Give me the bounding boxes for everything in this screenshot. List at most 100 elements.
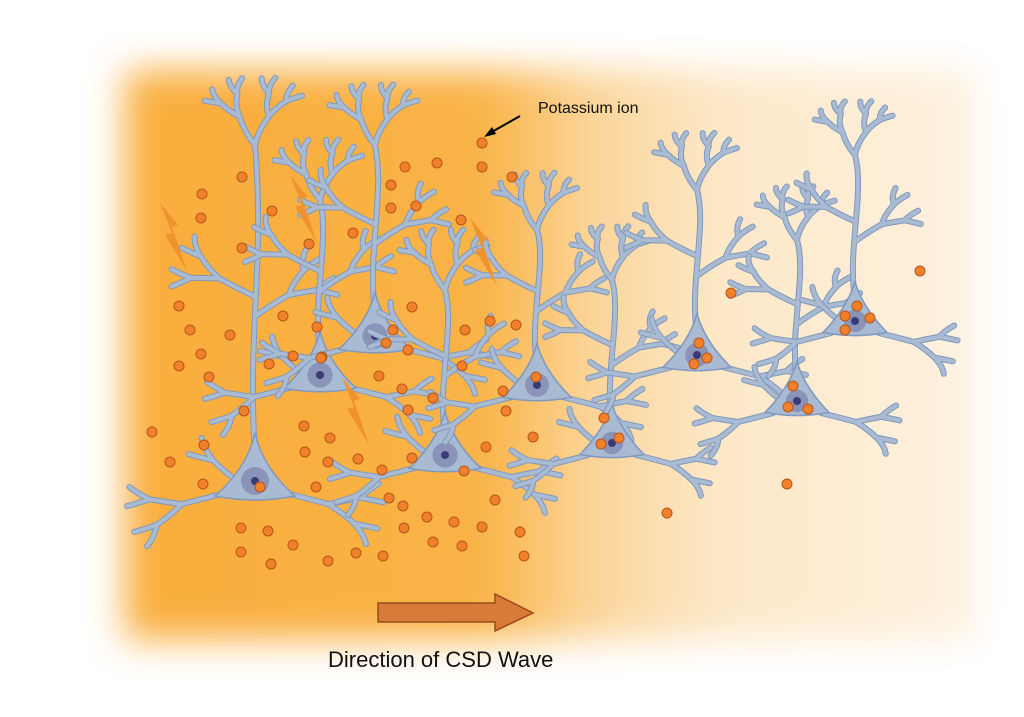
potassium-ion-icon <box>396 383 408 395</box>
potassium-ion-icon <box>476 137 488 149</box>
potassium-ion-icon <box>383 492 395 504</box>
potassium-ion-icon <box>385 202 397 214</box>
potassium-ion-icon <box>197 478 209 490</box>
potassium-ion-icon <box>701 352 713 364</box>
potassium-ion-callout: Potassium ion <box>484 100 639 137</box>
potassium-ion-icon <box>782 401 794 413</box>
potassium-ion-icon <box>303 238 315 250</box>
potassium-ion-icon <box>802 403 814 415</box>
potassium-ion-icon <box>489 494 501 506</box>
potassium-ion-icon <box>839 310 851 322</box>
potassium-ion-icon <box>598 412 610 424</box>
potassium-ion-icon <box>427 536 439 548</box>
potassium-ion-icon <box>530 371 542 383</box>
potassium-ion-icon <box>376 464 388 476</box>
potassium-ion-icon <box>266 205 278 217</box>
lightning-icon <box>470 218 497 286</box>
potassium-ion-icon <box>431 157 443 169</box>
potassium-ion-icon <box>402 344 414 356</box>
potassium-ion-icon <box>298 420 310 432</box>
potassium-ion-icon <box>184 324 196 336</box>
potassium-ion-icon <box>421 511 433 523</box>
potassium-ion-icon <box>377 550 389 562</box>
potassium-ion-icon <box>277 310 289 322</box>
potassium-ion-icon <box>195 212 207 224</box>
potassium-ion-icon <box>500 405 512 417</box>
potassium-ion-icon <box>402 404 414 416</box>
potassium-ion-icon <box>173 360 185 372</box>
potassium-ion-icon <box>476 521 488 533</box>
potassium-ion-icon <box>427 392 439 404</box>
potassium-ion-icon <box>196 188 208 200</box>
potassium-ion-icon <box>514 526 526 538</box>
potassium-ion-icon <box>287 350 299 362</box>
potassium-ion-icon <box>406 452 418 464</box>
potassium-ion-icon <box>235 522 247 534</box>
potassium-ion-icon <box>484 315 496 327</box>
neuron-icon <box>691 183 903 459</box>
potassium-ion-icon <box>510 319 522 331</box>
potassium-ion-icon <box>198 439 210 451</box>
potassium-ion-icon <box>195 348 207 360</box>
potassium-ion-icon <box>385 179 397 191</box>
lightning-icon <box>160 203 187 271</box>
potassium-ion-icon <box>324 432 336 444</box>
potassium-ion-icon <box>373 370 385 382</box>
potassium-ion-icon <box>398 522 410 534</box>
potassium-ion-icon <box>311 321 323 333</box>
potassium-ion-icon <box>299 446 311 458</box>
potassium-ion-icon <box>352 453 364 465</box>
potassium-ion-icon <box>265 558 277 570</box>
potassium-ion-icon <box>262 525 274 537</box>
potassium-ion-label: Potassium ion <box>538 100 639 117</box>
potassium-ion-icon <box>506 171 518 183</box>
potassium-ion-icon <box>839 324 851 336</box>
potassium-ion-icon <box>914 265 926 277</box>
potassium-ion-icon <box>322 555 334 567</box>
potassium-ion-icon <box>456 360 468 372</box>
lightning-layer <box>160 175 497 445</box>
potassium-ion-icon <box>864 312 876 324</box>
potassium-ion-icon <box>263 358 275 370</box>
potassium-ion-icon <box>458 465 470 477</box>
potassium-ion-icon <box>236 171 248 183</box>
potassium-ion-icon <box>350 547 362 559</box>
direction-arrow-icon <box>377 592 535 633</box>
potassium-ion-icon <box>235 546 247 558</box>
potassium-ion-icon <box>397 500 409 512</box>
potassium-ion-icon <box>497 385 509 397</box>
callout-arrow-icon <box>489 115 521 134</box>
potassium-ion-icon <box>164 456 176 468</box>
potassium-ion-icon <box>254 481 266 493</box>
direction-label: Direction of CSD Wave <box>328 647 553 672</box>
potassium-ion-icon <box>459 324 471 336</box>
potassium-ion-icon <box>527 431 539 443</box>
potassium-ion-icon <box>310 481 322 493</box>
potassium-ion-icon <box>781 478 793 490</box>
potassium-ion-icon <box>236 242 248 254</box>
potassium-ion-icon <box>613 432 625 444</box>
potassium-ion-icon <box>448 516 460 528</box>
potassium-ion-icon <box>693 337 705 349</box>
potassium-ion-icon <box>480 441 492 453</box>
lightning-icon <box>342 377 369 445</box>
potassium-ion-icon <box>518 550 530 562</box>
potassium-ion-icon <box>851 300 863 312</box>
potassium-ion-icon <box>315 352 327 364</box>
potassium-ion-icon <box>595 438 607 450</box>
potassium-ion-icon <box>203 371 215 383</box>
potassium-ion-icon <box>661 507 673 519</box>
potassium-ion-icon <box>224 329 236 341</box>
potassium-ion-icon <box>410 200 422 212</box>
potassium-ion-icon <box>380 337 392 349</box>
callout-arrowhead-icon <box>484 127 496 137</box>
potassium-ion-icon <box>173 300 185 312</box>
potassium-ion-icon <box>476 161 488 173</box>
potassium-ion-icon <box>787 380 799 392</box>
ions-layer <box>146 137 926 570</box>
potassium-ion-icon <box>322 456 334 468</box>
potassium-ion-icon <box>146 426 158 438</box>
potassium-ion-icon <box>238 405 250 417</box>
